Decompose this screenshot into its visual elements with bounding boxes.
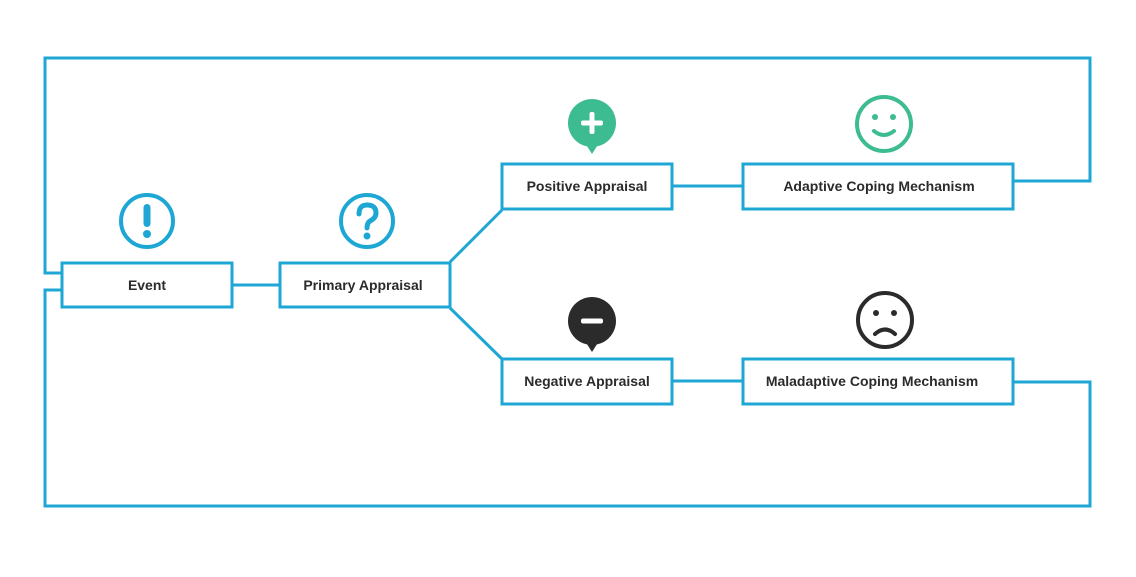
node-negative-appraisal-label: Negative Appraisal	[524, 373, 650, 389]
node-primary-appraisal: Primary Appraisal	[278, 261, 452, 309]
feedback-loop-bottom	[43, 288, 1092, 508]
node-event: Event	[60, 261, 234, 309]
plus-speech-icon	[568, 99, 616, 154]
question-icon	[339, 193, 395, 249]
node-positive-appraisal: Positive Appraisal	[500, 162, 674, 211]
minus-speech-icon	[568, 297, 616, 352]
node-negative-appraisal: Negative Appraisal	[500, 357, 674, 406]
frown-icon	[856, 291, 914, 349]
connector-primary-positive	[448, 208, 504, 264]
node-maladaptive-coping-label: Maladaptive Coping Mechanism	[766, 373, 978, 389]
node-maladaptive-coping: Maladaptive Coping Mechanism	[741, 357, 1015, 406]
node-adaptive-coping: Adaptive Coping Mechanism	[741, 162, 1015, 211]
node-event-label: Event	[128, 277, 166, 293]
smiley-icon	[855, 95, 913, 153]
node-adaptive-coping-label: Adaptive Coping Mechanism	[783, 178, 974, 194]
node-positive-appraisal-label: Positive Appraisal	[527, 178, 648, 194]
feedback-loop-top	[43, 56, 1092, 275]
exclamation-icon	[119, 193, 175, 249]
connector-primary-negative	[448, 306, 504, 361]
node-primary-appraisal-label: Primary Appraisal	[303, 277, 422, 293]
